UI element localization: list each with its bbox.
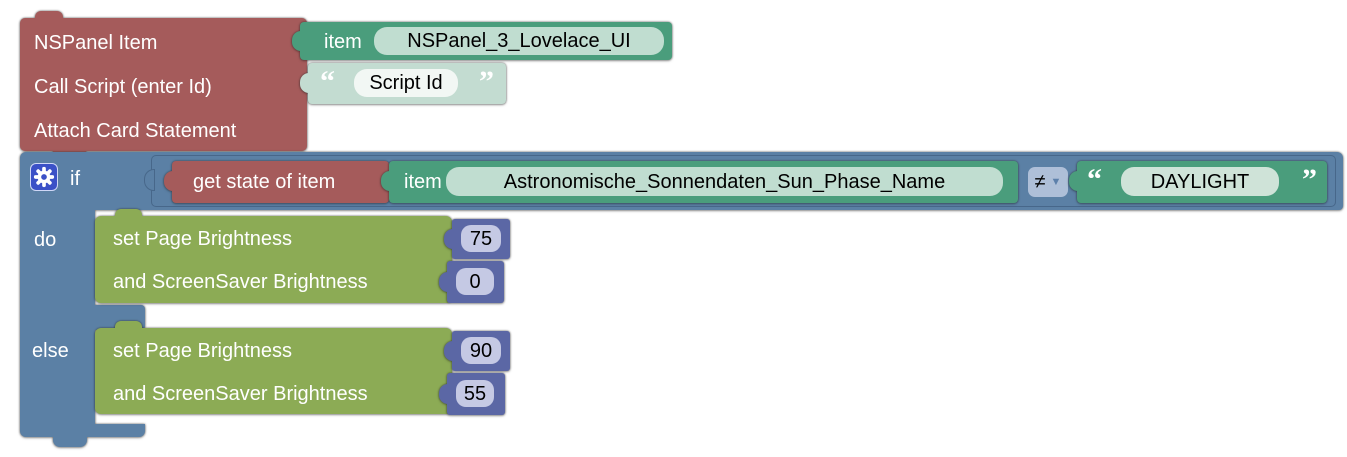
- else-screensaver-brightness-value: 55: [463, 382, 487, 405]
- puzzle-tab-icon: [439, 384, 448, 404]
- daylight-field[interactable]: DAYLIGHT: [1121, 167, 1279, 196]
- else-screensaver-brightness-number-block[interactable]: 55: [439, 373, 505, 415]
- puzzle-tab-icon: [1069, 171, 1078, 191]
- do-page-brightness-number-block[interactable]: 75: [444, 219, 510, 259]
- state-item-block[interactable]: item Astronomische_Sonnendaten_Sun_Phase…: [381, 161, 1018, 203]
- panel-item-block[interactable]: item NSPanel_3_Lovelace_UI: [292, 22, 672, 60]
- do-screensaver-brightness-field[interactable]: 0: [456, 268, 494, 295]
- daylight-value: DAYLIGHT: [1150, 170, 1250, 193]
- if-label: if: [70, 168, 80, 190]
- get-state-label: get state of item: [193, 171, 336, 193]
- nspanel-block-body[interactable]: [20, 18, 307, 151]
- if-block-spine[interactable]: [20, 209, 95, 437]
- else-page-brightness-value: 90: [469, 339, 493, 362]
- do-screensaver-brightness-label: and ScreenSaver Brightness: [113, 271, 368, 293]
- puzzle-tab-icon: [439, 272, 448, 292]
- panel-item-name-field[interactable]: NSPanel_3_Lovelace_UI: [374, 27, 664, 55]
- call-script-label: Call Script (enter Id): [34, 76, 212, 98]
- operator-value: ≠: [1034, 171, 1046, 193]
- state-item-name-value: Astronomische_Sonnendaten_Sun_Phase_Name: [503, 170, 946, 193]
- else-screensaver-brightness-label: and ScreenSaver Brightness: [113, 383, 368, 405]
- close-quote-icon: ”: [479, 65, 494, 98]
- mutator-gear-button[interactable]: [30, 163, 58, 191]
- puzzle-tab-icon: [300, 73, 309, 93]
- else-screensaver-brightness-field[interactable]: 55: [456, 380, 494, 407]
- close-quote-icon: ”: [1302, 163, 1317, 196]
- do-page-brightness-label: set Page Brightness: [113, 228, 292, 250]
- item-label: item: [404, 171, 442, 193]
- do-page-brightness-value: 75: [469, 227, 493, 250]
- do-screensaver-brightness-value: 0: [469, 270, 481, 293]
- state-item-name-field[interactable]: Astronomische_Sonnendaten_Sun_Phase_Name: [446, 167, 1003, 196]
- do-page-brightness-field[interactable]: 75: [461, 225, 501, 252]
- do-screensaver-brightness-number-block[interactable]: 0: [439, 261, 504, 303]
- else-brightness-block-body[interactable]: [95, 328, 452, 414]
- else-page-brightness-label: set Page Brightness: [113, 340, 292, 362]
- operator-dropdown[interactable]: ≠ ▼: [1028, 167, 1068, 197]
- item-label: item: [324, 31, 362, 53]
- else-label: else: [32, 340, 69, 362]
- panel-item-name-value: NSPanel_3_Lovelace_UI: [407, 30, 631, 52]
- puzzle-tab-icon: [381, 171, 390, 191]
- puzzle-tab-icon: [444, 341, 453, 361]
- open-quote-icon: “: [1087, 163, 1102, 196]
- script-id-value: Script Id: [369, 72, 443, 94]
- script-id-field[interactable]: Script Id: [354, 69, 458, 97]
- chevron-down-icon: ▼: [1050, 175, 1062, 188]
- nspanel-item-label: NSPanel Item: [34, 32, 158, 54]
- puzzle-tab-icon: [292, 31, 301, 51]
- else-page-brightness-field[interactable]: 90: [461, 337, 501, 364]
- script-id-shadow-block[interactable]: “ Script Id ”: [300, 63, 506, 104]
- puzzle-tab-icon: [145, 170, 154, 190]
- else-block-top-notch: [115, 321, 142, 330]
- if-block-bottom-notch: [53, 436, 87, 447]
- gear-icon: [33, 166, 55, 188]
- do-brightness-block-body[interactable]: [95, 216, 452, 303]
- open-quote-icon: “: [320, 65, 335, 98]
- puzzle-tab-icon: [444, 229, 453, 249]
- do-label: do: [34, 229, 57, 251]
- do-block-top-notch: [115, 209, 142, 218]
- if-block-foot[interactable]: [95, 424, 145, 437]
- attach-card-label: Attach Card Statement: [34, 120, 237, 142]
- nspanel-block-top-notch: [35, 11, 63, 20]
- else-page-brightness-number-block[interactable]: 90: [444, 331, 510, 371]
- get-state-block[interactable]: get state of item: [164, 161, 389, 203]
- daylight-string-block[interactable]: “ DAYLIGHT ”: [1069, 161, 1327, 203]
- puzzle-tab-icon: [164, 171, 173, 191]
